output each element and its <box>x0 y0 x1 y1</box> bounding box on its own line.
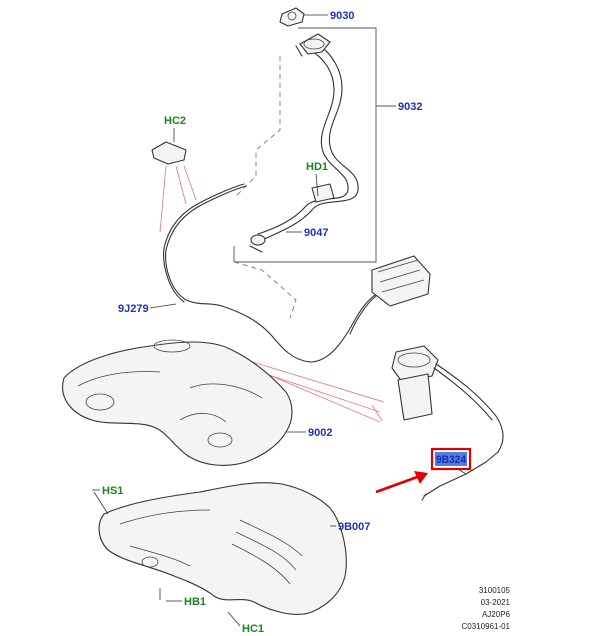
fuel-cap-part <box>279 7 328 27</box>
wiring-harness <box>149 128 381 363</box>
callout-hd1: HD1 <box>306 161 328 173</box>
callout-9047: 9047 <box>304 227 328 239</box>
fuel-pump-module <box>391 345 504 453</box>
reference-line-4: C0310961-01 <box>461 622 510 631</box>
reference-line-2: 03-2021 <box>480 598 510 607</box>
callout-9b007: 9B007 <box>338 521 370 533</box>
highlighted-callout-group <box>375 447 499 501</box>
evap-canister <box>349 255 431 335</box>
callout-9j279: 9J279 <box>118 303 149 315</box>
callout-9030: 9030 <box>330 10 354 22</box>
highlight-fill <box>435 452 467 466</box>
phantom-lines <box>233 56 297 319</box>
reference-line-3: AJ20P6 <box>481 610 510 619</box>
fuel-tank <box>62 339 306 466</box>
highlight-box <box>430 447 472 471</box>
reference-line-1: 3100105 <box>478 586 510 595</box>
heat-shield <box>92 482 347 627</box>
red-arrow-shaft <box>375 474 421 494</box>
reference-block: 3100105 03-2021 AJ20P6 C0310961-01 <box>462 585 510 633</box>
filler-neck-group <box>233 27 396 263</box>
callout-hc1: HC1 <box>242 623 264 635</box>
callout-9b324: 9B324 <box>436 454 467 466</box>
callout-hs1: HS1 <box>102 485 123 497</box>
callout-hb1: HB1 <box>184 596 206 608</box>
callout-hc2: HC2 <box>164 115 186 127</box>
callout-9032: 9032 <box>398 101 422 113</box>
red-arrow-head <box>414 471 428 484</box>
callout-9002: 9002 <box>308 427 332 439</box>
callout-labels: 9030 9032 HC2 HD1 9047 9J279 9002 9B324 … <box>102 10 467 635</box>
